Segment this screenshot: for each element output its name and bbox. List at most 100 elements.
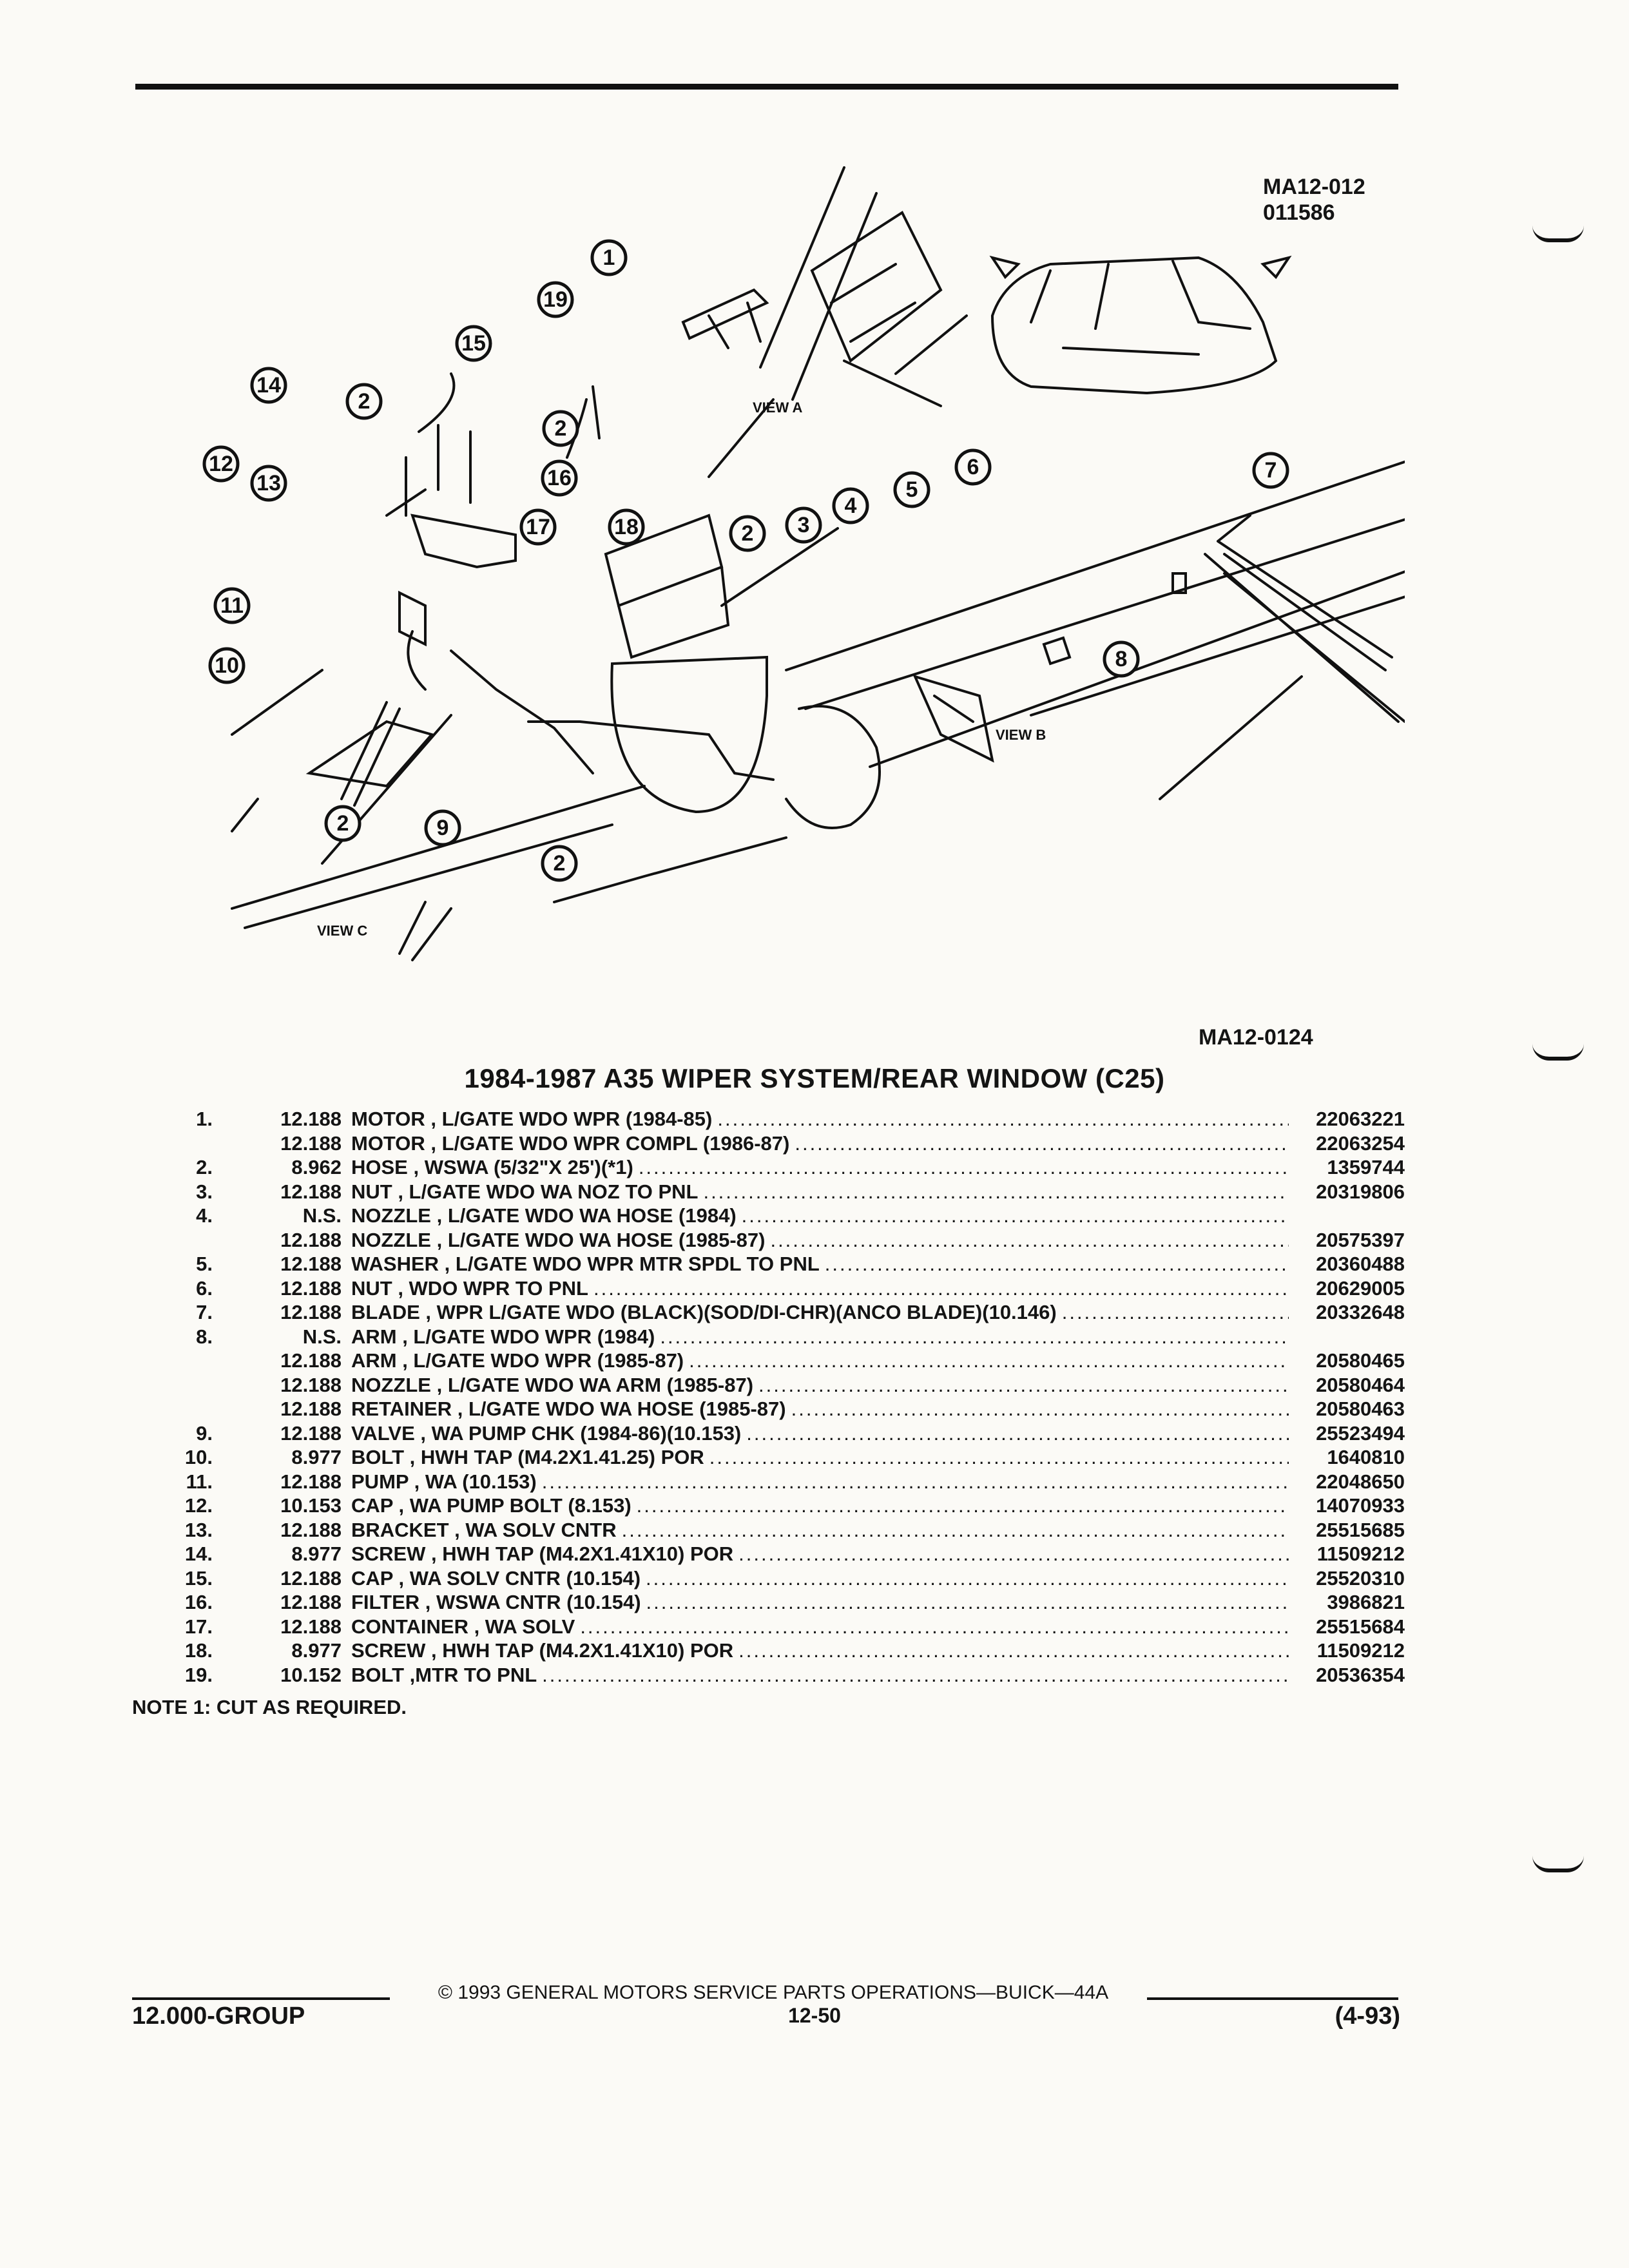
callout-12: 12	[202, 445, 240, 483]
item-number: 6.	[196, 1276, 213, 1300]
part-number: 25515684	[1316, 1615, 1405, 1638]
view-a-label: VIEW A	[753, 399, 803, 416]
callout-8: 8	[1103, 640, 1140, 678]
callout-1: 1	[590, 239, 628, 276]
group-label: 12.000-GROUP	[132, 2003, 305, 2030]
part-name: NOZZLE , L/GATE WDO WA HOSE (1985-87)	[351, 1228, 766, 1251]
svg-text:2: 2	[554, 851, 566, 876]
part-description: HOSE , WSWA (5/32"X 25')(*1)1359744	[351, 1155, 1405, 1180]
part-number: 25523494	[1316, 1421, 1405, 1445]
part-row: 19. 10.152 BOLT ,MTR TO PNL20536354	[129, 1663, 1405, 1687]
callout-19: 19	[537, 281, 574, 318]
group-number: 12.188	[280, 1349, 342, 1372]
page-number: 12-50	[788, 2004, 841, 2027]
group-number: 12.188	[280, 1131, 342, 1155]
part-name: CONTAINER , WA SOLV	[351, 1615, 575, 1638]
part-description: WASHER , L/GATE WDO WPR MTR SPDL TO PNL2…	[351, 1252, 1405, 1276]
edge-mark	[1532, 1856, 1584, 1872]
part-name: MOTOR , L/GATE WDO WPR COMPL (1986-87)	[351, 1131, 790, 1155]
part-description: BOLT ,MTR TO PNL20536354	[351, 1663, 1405, 1687]
part-name: NOZZLE , L/GATE WDO WA HOSE (1984)	[351, 1204, 737, 1227]
part-number: 20580465	[1316, 1349, 1405, 1372]
part-name: BOLT ,MTR TO PNL	[351, 1663, 537, 1686]
group-number: 12.188	[280, 1591, 342, 1613]
part-description: BLADE , WPR L/GATE WDO (BLACK)(SOD/DI-CH…	[351, 1300, 1405, 1325]
group-number: 12.188	[280, 1373, 342, 1396]
group-number: 12.188	[280, 1228, 342, 1251]
item-number: 13.	[184, 1518, 213, 1541]
svg-text:2: 2	[555, 416, 567, 441]
callout-11: 11	[213, 587, 251, 624]
part-number: 20580464	[1316, 1373, 1405, 1396]
part-description: NUT , L/GATE WDO WA NOZ TO PNL20319806	[351, 1180, 1405, 1204]
item-number: 19.	[184, 1663, 213, 1686]
leader-dots	[733, 1639, 1289, 1663]
part-description: ARM , L/GATE WDO WPR (1984)	[351, 1325, 1405, 1349]
svg-text:11: 11	[220, 593, 244, 618]
view-c-label: VIEW C	[317, 923, 367, 939]
part-description: NUT , WDO WPR TO PNL20629005	[351, 1276, 1405, 1301]
part-number	[1289, 1204, 1405, 1228]
svg-text:15: 15	[461, 331, 486, 356]
leader-dots	[641, 1566, 1289, 1591]
callout-16: 16	[541, 459, 578, 497]
part-description: VALVE , WA PUMP CHK (1984-86)(10.153)255…	[351, 1421, 1405, 1446]
part-number: 1640810	[1327, 1446, 1405, 1468]
part-description: SCREW , HWH TAP (M4.2X1.41X10) POR115092…	[351, 1639, 1405, 1663]
part-description: NOZZLE , L/GATE WDO WA HOSE (1984)	[351, 1204, 1405, 1228]
leader-dots	[575, 1615, 1289, 1639]
part-name: SCREW , HWH TAP (M4.2X1.41X10) POR	[351, 1542, 734, 1565]
callout-13: 13	[250, 465, 287, 502]
item-number: 7.	[196, 1301, 213, 1323]
svg-text:6: 6	[967, 455, 979, 479]
svg-text:16: 16	[547, 466, 572, 490]
group-number: 12.188	[280, 1518, 342, 1541]
note: NOTE 1: CUT AS REQUIRED.	[132, 1696, 407, 1718]
leader-dots	[765, 1228, 1289, 1253]
part-description: MOTOR , L/GATE WDO WPR (1984-85)22063221	[351, 1107, 1405, 1131]
item-number: 1.	[196, 1108, 213, 1130]
leader-dots	[733, 1542, 1289, 1566]
group-number: 8.977	[291, 1542, 342, 1565]
item-number: 3.	[196, 1180, 213, 1203]
item-number: 17.	[184, 1615, 213, 1638]
part-number: 3986821	[1327, 1591, 1405, 1613]
group-number: 10.152	[280, 1663, 342, 1686]
group-number: 8.977	[291, 1639, 342, 1662]
part-number: 14070933	[1316, 1494, 1405, 1517]
item-number: 4.	[196, 1204, 213, 1227]
callout-4: 4	[832, 487, 869, 524]
part-description: NOZZLE , L/GATE WDO WA ARM (1985-87)2058…	[351, 1373, 1405, 1398]
callout-17: 17	[519, 508, 557, 546]
callout-5: 5	[893, 471, 930, 508]
callout-2-c: 2	[324, 805, 361, 842]
item-number: 5.	[196, 1253, 213, 1275]
svg-text:5: 5	[906, 477, 918, 502]
svg-text:7: 7	[1265, 458, 1277, 483]
group-number: 12.188	[280, 1615, 342, 1638]
svg-text:18: 18	[614, 515, 639, 539]
item-number: 10.	[184, 1446, 213, 1468]
part-name: NUT , L/GATE WDO WA NOZ TO PNL	[351, 1180, 699, 1203]
svg-text:2: 2	[358, 389, 371, 414]
callout-9: 9	[424, 809, 461, 847]
illustration-code-top: MA12-012 011586	[1263, 175, 1365, 225]
part-row: 3. 12.188 NUT , L/GATE WDO WA NOZ TO PNL20…	[129, 1180, 1405, 1204]
part-name: WASHER , L/GATE WDO WPR MTR SPDL TO PNL	[351, 1253, 820, 1275]
part-description: BOLT , HWH TAP (M4.2X1.41.25) POR1640810	[351, 1445, 1405, 1470]
svg-text:2: 2	[742, 521, 754, 546]
group-number: 12.188	[280, 1180, 342, 1203]
footer-rule-left	[132, 1997, 390, 2000]
